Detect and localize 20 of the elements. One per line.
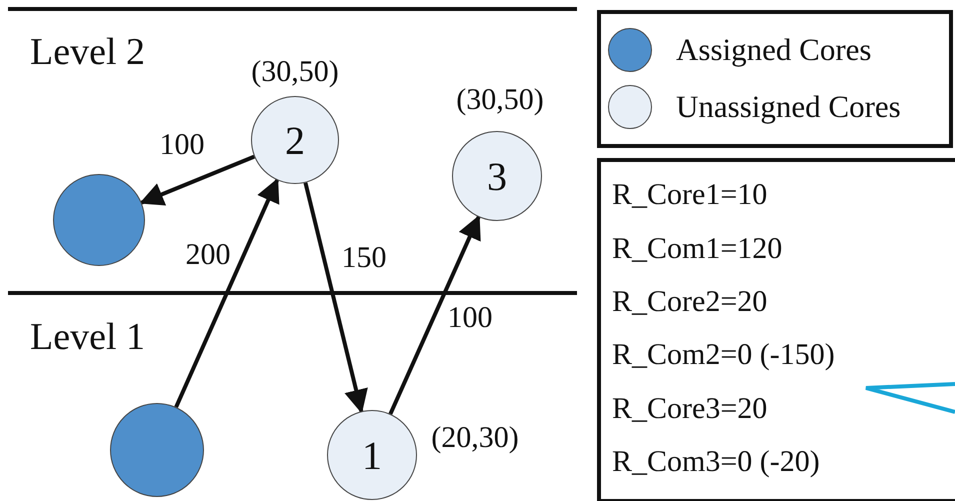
arrow (174, 178, 280, 408)
legend-label: Unassigned Cores (676, 91, 901, 122)
arrow (304, 182, 368, 414)
value-text: R_Core3=20 (612, 394, 768, 424)
value-text: R_Com1=120 (612, 234, 782, 264)
core-requirement-label: (20,30) (431, 423, 519, 453)
core-requirement-label: (30,50) (251, 57, 339, 87)
level-label: Level 1 (30, 318, 146, 356)
value-text: R_Com3=0 (-20) (612, 447, 820, 477)
core-number: 1 (362, 432, 382, 478)
core-number: 3 (487, 152, 507, 200)
value-text: R_Com2=0 (-150) (612, 340, 835, 370)
core-number: 2 (285, 116, 305, 164)
level-label: Level 2 (30, 33, 146, 71)
arrow (139, 154, 256, 206)
legend-label: Assigned Cores (676, 34, 872, 65)
value-text: R_Core2=20 (612, 287, 768, 317)
value-text: R_Core1=10 (612, 180, 768, 210)
arrow (388, 214, 481, 415)
core-requirement-label: (30,50) (456, 85, 544, 115)
